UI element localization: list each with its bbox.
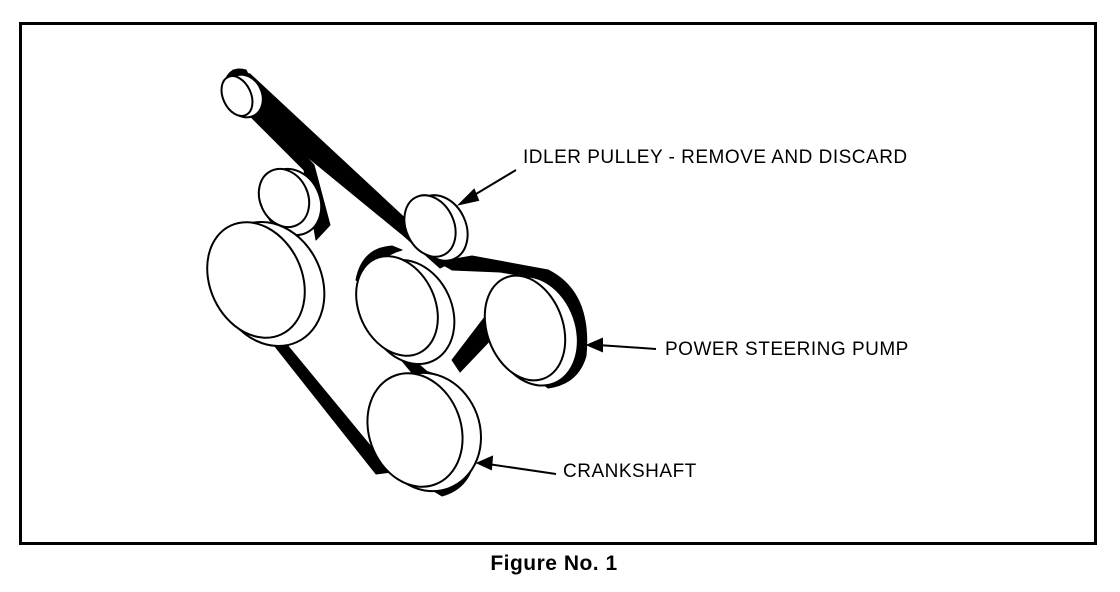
crankshaft-label: CRANKSHAFT	[563, 461, 697, 482]
crankshaft-pulley	[366, 371, 482, 493]
arrow-power-steering	[585, 337, 657, 353]
pulleys	[206, 73, 579, 493]
large-left-pulley	[206, 220, 326, 348]
top-pulley	[220, 73, 264, 119]
idler-pulley	[403, 194, 469, 262]
idler-pulley-label: IDLER PULLEY - REMOVE AND DISCARD	[523, 147, 908, 168]
arrow-crankshaft	[475, 455, 557, 475]
arrow-idler	[456, 169, 517, 206]
power-steering-pump-label: POWER STEERING PUMP	[665, 339, 909, 360]
figure-caption-text: Figure No. 1	[490, 552, 618, 575]
figure-caption: Figure No. 1	[0, 552, 1120, 576]
callout-arrows	[456, 169, 657, 475]
power-steering-pulley	[483, 274, 579, 387]
middle-pulley	[355, 255, 456, 366]
small-pulley	[257, 167, 323, 237]
